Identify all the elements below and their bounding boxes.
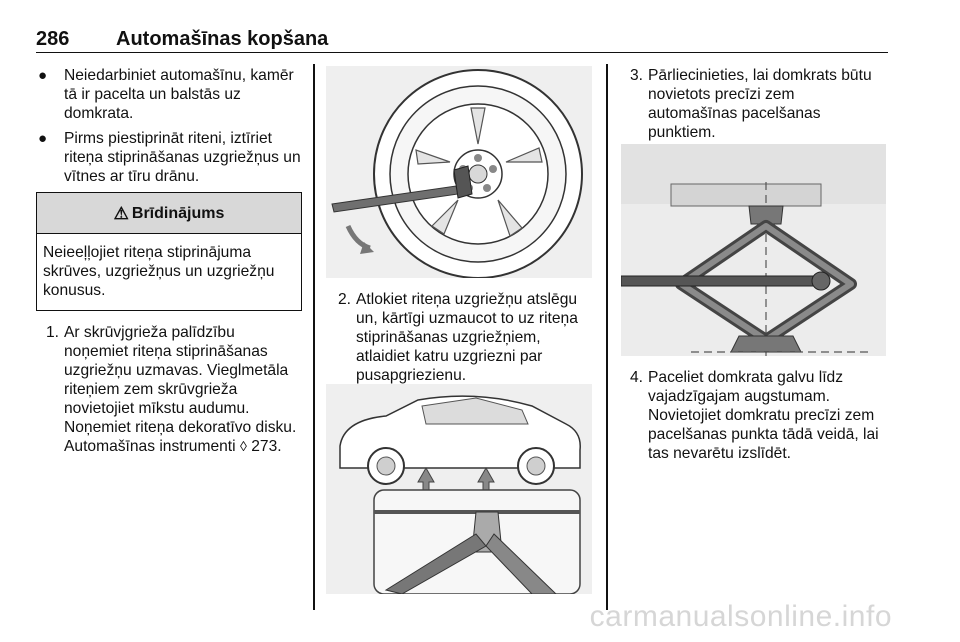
- left-column: ● Neiedarbiniet automašīnu, kamēr tā ir …: [36, 66, 302, 456]
- bullet-item: ● Pirms piestiprināt riteni, iztīriet ri…: [36, 129, 302, 186]
- middle-column-text: 2. Atlokiet riteņa uzgriežņu atslēgu un,…: [328, 290, 590, 385]
- right-column-step4: 4. Paceliet domkrata galvu līdz vajadzīg…: [620, 368, 888, 463]
- bullet-text: Pirms piestiprināt riteni, iztīriet rite…: [64, 130, 301, 185]
- step-text: Ar skrūvjgrieža palīdzību noņemiet riteņ…: [64, 324, 297, 455]
- bullet-item: ● Neiedarbiniet automašīnu, kamēr tā ir …: [36, 66, 302, 123]
- warning-box: ⚠ Brīdinājums Neieeļļojiet riteņa stipri…: [36, 192, 302, 311]
- step-number: 4.: [630, 369, 644, 386]
- column-divider-right: [606, 64, 608, 610]
- bullet-dot: ●: [38, 67, 48, 84]
- scissor-jack-illustration: [621, 144, 886, 356]
- step-number: 3.: [630, 67, 644, 84]
- warning-text: Neieeļļojiet riteņa stiprinājuma skrūves…: [43, 244, 275, 299]
- bullet-dot: ●: [38, 130, 48, 147]
- wheel-wrench-illustration: [326, 66, 592, 278]
- column-divider-left: [313, 64, 315, 610]
- step-1: 1. Ar skrūvjgrieža palīdzību noņemiet ri…: [36, 323, 302, 456]
- step-number: 1.: [46, 324, 60, 341]
- step-2: 2. Atlokiet riteņa uzgriežņu atslēgu un,…: [328, 290, 590, 385]
- page-header: 286 Automašīnas kopšana: [36, 22, 888, 53]
- watermark: carmanualsonline.info: [589, 600, 892, 633]
- right-column-step3: 3. Pārliecinieties, lai domkrats būtu no…: [620, 66, 888, 142]
- step-number: 2.: [338, 291, 352, 308]
- warning-header: ⚠ Brīdinājums: [37, 193, 301, 234]
- step-3: 3. Pārliecinieties, lai domkrats būtu no…: [620, 66, 888, 142]
- bullet-text: Neiedarbiniet automašīnu, kamēr tā ir pa…: [64, 67, 294, 122]
- page-reference-icon: ◊: [239, 438, 247, 454]
- section-title: Automašīnas kopšana: [116, 28, 329, 50]
- step-text: Pārliecinieties, lai domkrats būtu novie…: [648, 67, 872, 141]
- step-4: 4. Paceliet domkrata galvu līdz vajadzīg…: [620, 368, 888, 463]
- warning-title: Brīdinājums: [131, 204, 225, 222]
- step-text: Atlokiet riteņa uzgriežņu atslēgu un, kā…: [356, 291, 578, 384]
- warning-triangle-icon: ⚠: [113, 203, 129, 223]
- page-number: 286: [36, 28, 70, 50]
- car-lifting-points-illustration: [326, 384, 592, 594]
- step-text: Paceliet domkrata galvu līdz vajadzīgaja…: [648, 369, 879, 462]
- page-reference: 273.: [251, 438, 282, 455]
